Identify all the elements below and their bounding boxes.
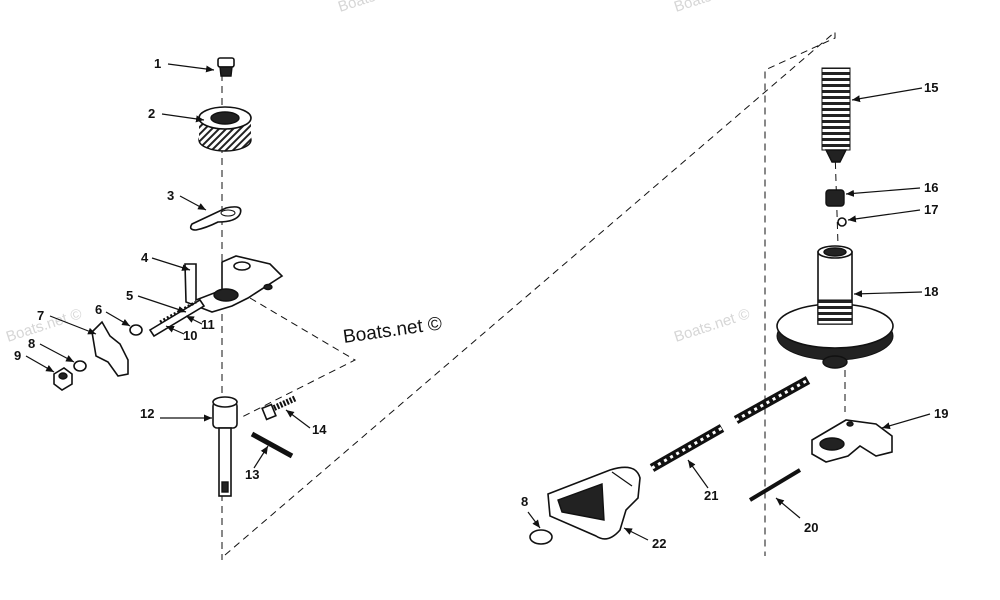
callout-15: 15 xyxy=(924,80,938,95)
part-13-pin xyxy=(250,431,294,459)
callout-12: 12 xyxy=(140,406,154,421)
callout-22: 22 xyxy=(652,536,666,551)
callout-9: 9 xyxy=(14,348,21,363)
callout-13: 13 xyxy=(245,467,259,482)
callout-19: 19 xyxy=(934,406,948,421)
watermark-main: Boats.net © xyxy=(342,313,444,348)
part-3-clip xyxy=(189,206,242,231)
callout-17: 17 xyxy=(924,202,938,217)
callout-2: 2 xyxy=(148,106,155,121)
part-9-nut xyxy=(53,367,73,391)
part-8-washer-right xyxy=(529,529,553,545)
part-16-coupler xyxy=(825,189,845,207)
callout-21: 21 xyxy=(704,488,718,503)
part-7-cam-plate xyxy=(91,320,129,377)
watermark-top-right: Boats.net xyxy=(672,0,738,16)
callout-labels: 1 2 3 4 5 6 7 8 9 10 11 12 13 14 15 16 1… xyxy=(14,56,948,551)
callout-1: 1 xyxy=(154,56,161,71)
part-22-handle xyxy=(547,466,641,540)
watermark-right: Boats.net © xyxy=(672,305,752,345)
part-4-bracket xyxy=(184,255,284,313)
callout-14: 14 xyxy=(312,422,327,437)
part-15-spring xyxy=(821,67,851,163)
callout-16: 16 xyxy=(924,180,938,195)
part-12-shaft xyxy=(212,396,238,497)
callout-8: 8 xyxy=(28,336,35,351)
callout-7: 7 xyxy=(37,308,44,323)
callout-5: 5 xyxy=(126,288,133,303)
callout-18: 18 xyxy=(924,284,938,299)
part-18-pulley xyxy=(776,245,894,369)
part-21-rope xyxy=(649,376,811,472)
part-14-bolt xyxy=(261,395,298,421)
assembly-guide-lines xyxy=(221,30,846,560)
callout-20: 20 xyxy=(804,520,818,535)
callout-6: 6 xyxy=(95,302,102,317)
part-20-pin xyxy=(748,468,802,502)
callout-10: 10 xyxy=(183,328,197,343)
part-6-washer xyxy=(129,324,143,336)
leader-lines xyxy=(25,63,931,541)
part-2-gear xyxy=(198,106,252,152)
callout-3: 3 xyxy=(167,188,174,203)
callout-11: 11 xyxy=(201,317,215,332)
part-1-screw xyxy=(217,57,235,77)
part-8-washer-left xyxy=(73,360,87,372)
watermark-top-center: Boats xyxy=(336,0,378,16)
part-17-ball xyxy=(837,217,847,227)
callout-4: 4 xyxy=(141,250,149,265)
part-19-bracket xyxy=(811,419,893,463)
callout-8-handle: 8 xyxy=(521,494,528,509)
